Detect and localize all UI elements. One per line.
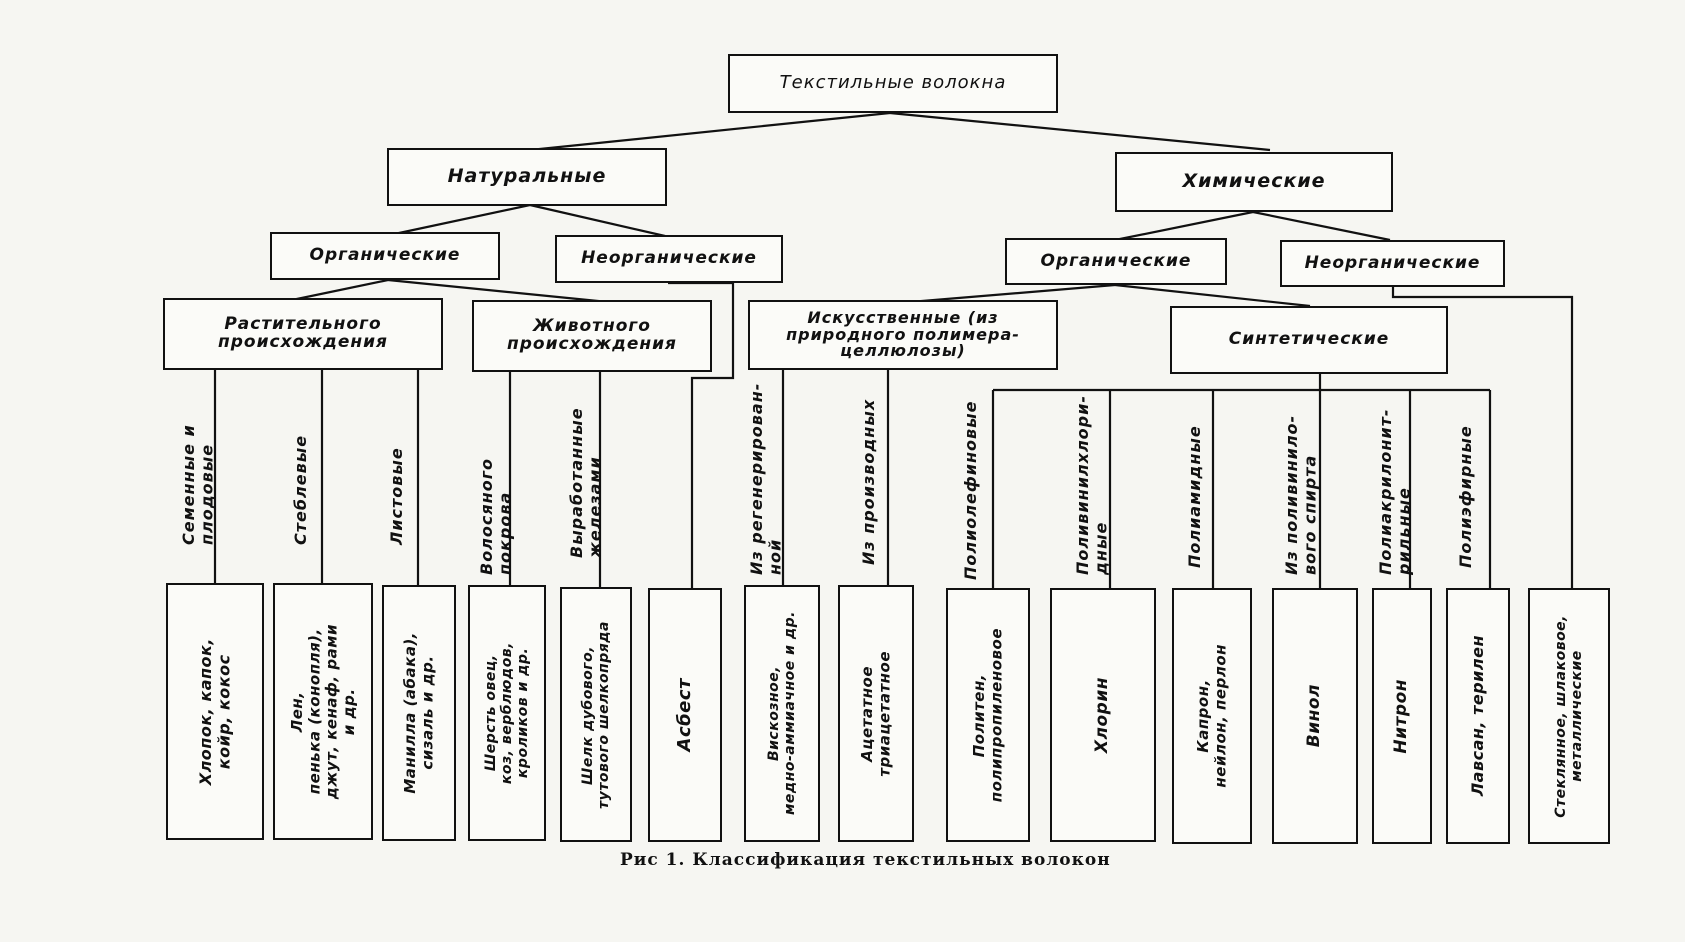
leaf-silk-text: Шелк дубового, тутового шелкопряда	[579, 620, 612, 809]
natural-node: Натуральные	[387, 148, 667, 206]
leaf-cotton-text: Хлопок, капок, койр, кокос	[195, 637, 233, 786]
leaf-nitron: Нитрон	[1372, 588, 1432, 844]
leaf-manila: Манилла (абака), сизаль и др.	[382, 585, 456, 841]
category-seed: Семенные и плодовые	[179, 424, 217, 545]
leaf-nitron-text: Нитрон	[1391, 678, 1412, 754]
root-node: Текстильные волокна	[728, 54, 1058, 113]
leaf-lavsan-text: Лавсан, терилен	[1467, 635, 1487, 797]
category-leaf: Листовые	[387, 447, 406, 545]
category-pvc: Поливинилхлори- дные	[1073, 395, 1111, 575]
artificial-node: Искусственные (из природного полимера- ц…	[748, 300, 1058, 370]
category-polyolefin: Полиолефиновые	[961, 400, 980, 580]
category-stem: Стеблевые	[291, 434, 310, 545]
leaf-lavsan: Лавсан, терилен	[1446, 588, 1510, 844]
chemical-organic-node: Органические	[1005, 238, 1227, 285]
leaf-flax-text: Лен, пенька (конопля), джут, кенаф, рами…	[287, 623, 358, 800]
plant-origin-node: Растительного происхождения	[163, 298, 443, 370]
category-polyester: Полиэфирные	[1456, 425, 1475, 568]
leaf-glass: Стеклянное, шлаковое, металлические	[1528, 588, 1610, 844]
category-deriv: Из производных	[859, 398, 878, 565]
category-gland: Выработанные железами	[567, 407, 605, 558]
leaf-manila-text: Манилла (абака), сизаль и др.	[400, 632, 436, 794]
leaf-cotton: Хлопок, капок, койр, кокос	[166, 583, 264, 840]
leaf-asbestos-text: Асбест	[673, 678, 695, 752]
chemical-inorganic-node: Неорганические	[1280, 240, 1505, 287]
leaf-capron: Капрон, нейлон, перлон	[1172, 588, 1252, 844]
leaf-silk: Шелк дубового, тутового шелкопряда	[560, 587, 632, 842]
leaf-flax: Лен, пенька (конопля), джут, кенаф, рами…	[273, 583, 373, 840]
figure-caption: Рис 1. Классификация текстильных волокон	[620, 850, 1111, 870]
leaf-wool-text: Шерсть овец, коз, верблюдов, кроликов и …	[482, 641, 532, 785]
leaf-vinol-text: Винол	[1304, 684, 1325, 748]
leaf-viscose-text: Вискозное, медно-аммиачное и др.	[765, 611, 798, 816]
leaf-chlorin: Хлорин	[1050, 588, 1156, 842]
category-polyamide: Полиамидные	[1185, 425, 1204, 568]
leaf-politen-text: Политен, полипропиленовое	[969, 627, 1005, 803]
natural-organic-node: Органические	[270, 232, 500, 280]
leaf-asbestos: Асбест	[648, 588, 722, 842]
category-pva: Из поливинило- вого спирта	[1282, 414, 1320, 575]
leaf-wool: Шерсть овец, коз, верблюдов, кроликов и …	[468, 585, 546, 841]
leaf-glass-text: Стеклянное, шлаковое, металлические	[1552, 614, 1585, 818]
category-regen: Из регенерирован- ной	[747, 382, 785, 575]
leaf-vinol: Винол	[1272, 588, 1358, 844]
leaf-viscose: Вискозное, медно-аммиачное и др.	[744, 585, 820, 842]
category-hair: Волосяного покрова	[477, 457, 515, 575]
leaf-capron-text: Капрон, нейлон, перлон	[1193, 644, 1229, 788]
category-pan: Полиакрилонит- рильные	[1376, 408, 1414, 575]
synthetic-node: Синтетические	[1170, 306, 1448, 374]
leaf-chlorin-text: Хлорин	[1092, 676, 1113, 754]
chemical-node: Химические	[1115, 152, 1393, 212]
leaf-acetate: Ацетатное триацетатное	[838, 585, 914, 842]
natural-inorganic-node: Неорганические	[555, 235, 783, 283]
leaf-politen: Политен, полипропиленовое	[946, 588, 1030, 842]
animal-origin-node: Животного происхождения	[472, 300, 712, 372]
leaf-acetate-text: Ацетатное триацетатное	[857, 650, 893, 777]
